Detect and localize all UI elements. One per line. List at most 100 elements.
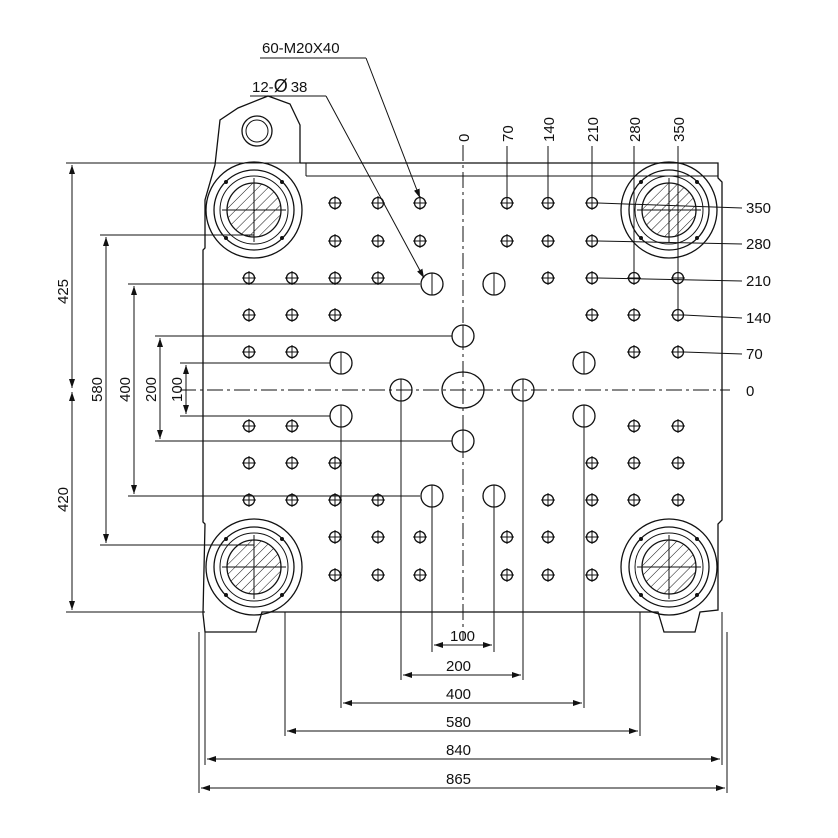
dim-420: 420 bbox=[55, 487, 72, 512]
svg-text:12-Ø38: 12-Ø38 bbox=[252, 76, 307, 96]
tapped-hole bbox=[285, 271, 299, 285]
dim-425: 425 bbox=[55, 279, 72, 304]
tapped-hole bbox=[500, 234, 514, 248]
grid-right-label: 0 bbox=[746, 383, 754, 400]
tapped-hole bbox=[328, 196, 342, 210]
tapped-hole bbox=[371, 234, 385, 248]
tapped-hole bbox=[328, 308, 342, 322]
tapped-hole-grid bbox=[242, 196, 685, 582]
dim-100-bottom: 100 bbox=[450, 628, 475, 645]
tapped-hole bbox=[627, 493, 641, 507]
tapped-hole bbox=[328, 456, 342, 470]
tapped-hole bbox=[242, 456, 256, 470]
tapped-hole bbox=[585, 271, 599, 285]
grid-top-labels: 0 70 140 210 280 350 bbox=[456, 117, 688, 142]
grid-right-label: 280 bbox=[746, 236, 771, 253]
tapped-hole bbox=[541, 493, 555, 507]
grid-top-label: 0 bbox=[456, 134, 473, 142]
tapped-hole bbox=[371, 568, 385, 582]
tapped-hole bbox=[328, 568, 342, 582]
through-hole bbox=[420, 272, 444, 296]
tapped-hole bbox=[627, 419, 641, 433]
tie-bar-bottom-right bbox=[620, 518, 718, 616]
tapped-hole bbox=[285, 345, 299, 359]
grid-right-label: 350 bbox=[746, 200, 771, 217]
tapped-hole bbox=[500, 196, 514, 210]
tapped-hole bbox=[671, 308, 685, 322]
tapped-hole bbox=[585, 196, 599, 210]
tapped-hole bbox=[671, 419, 685, 433]
grid-right-label: 210 bbox=[746, 273, 771, 290]
tapped-hole bbox=[242, 493, 256, 507]
diameter-symbol: Ø bbox=[274, 76, 288, 96]
dim-580-bottom: 580 bbox=[446, 714, 471, 731]
tapped-hole bbox=[328, 271, 342, 285]
dim-865-bottom: 865 bbox=[446, 771, 471, 788]
tapped-hole bbox=[328, 530, 342, 544]
tapped-hole bbox=[541, 196, 555, 210]
tapped-hole bbox=[371, 530, 385, 544]
tapped-hole bbox=[413, 234, 427, 248]
locating-ring-hole bbox=[441, 371, 485, 409]
dim-400: 400 bbox=[117, 377, 134, 402]
dim-580: 580 bbox=[89, 377, 106, 402]
tapped-hole bbox=[585, 456, 599, 470]
tapped-hole bbox=[671, 456, 685, 470]
tapped-hole bbox=[627, 345, 641, 359]
grid-top-leaders bbox=[506, 146, 679, 310]
tapped-hole bbox=[242, 308, 256, 322]
tapped-hole bbox=[541, 234, 555, 248]
tie-bar-top-right bbox=[620, 161, 718, 259]
tapped-hole bbox=[627, 308, 641, 322]
tapped-hole bbox=[285, 308, 299, 322]
tie-bar-bottom-left bbox=[205, 518, 303, 616]
tapped-hole bbox=[285, 456, 299, 470]
dim-100: 100 bbox=[169, 377, 186, 402]
tapped-hole bbox=[585, 493, 599, 507]
tapped-hole bbox=[413, 196, 427, 210]
tapped-hole bbox=[585, 308, 599, 322]
through-hole bbox=[572, 351, 596, 375]
tapped-hole bbox=[371, 493, 385, 507]
grid-top-label: 280 bbox=[627, 117, 644, 142]
tapped-hole-callout-text: 60-M20X40 bbox=[262, 40, 340, 57]
grid-top-label: 140 bbox=[541, 117, 558, 142]
grid-right-labels: 350 280 210 140 70 0 bbox=[746, 200, 771, 400]
dim-200: 200 bbox=[143, 377, 160, 402]
grid-top-label: 350 bbox=[671, 117, 688, 142]
left-dimensions: 425 420 580 400 200 100 bbox=[55, 162, 452, 613]
tapped-hole bbox=[328, 493, 342, 507]
tapped-hole bbox=[627, 271, 641, 285]
tapped-hole bbox=[541, 271, 555, 285]
grid-top-label: 70 bbox=[500, 125, 517, 142]
tapped-hole bbox=[500, 530, 514, 544]
grid-right-label: 140 bbox=[746, 310, 771, 327]
tapped-hole bbox=[585, 530, 599, 544]
grid-top-label: 210 bbox=[585, 117, 602, 142]
tapped-hole bbox=[585, 568, 599, 582]
tapped-hole bbox=[371, 271, 385, 285]
tapped-hole bbox=[541, 568, 555, 582]
tapped-hole bbox=[371, 196, 385, 210]
tapped-hole bbox=[242, 271, 256, 285]
tapped-hole bbox=[328, 234, 342, 248]
tie-bar-top-left bbox=[205, 161, 303, 259]
tapped-hole bbox=[671, 493, 685, 507]
grid-right-leaders bbox=[597, 202, 743, 355]
tapped-hole bbox=[627, 456, 641, 470]
bottom-dimensions: 100 200 400 580 840 865 bbox=[198, 393, 728, 793]
tapped-hole bbox=[413, 568, 427, 582]
tapped-hole-callout: 60-M20X40 bbox=[260, 40, 421, 199]
through-hole-callout-size: 38 bbox=[291, 79, 308, 96]
tapped-hole bbox=[285, 419, 299, 433]
tapped-hole bbox=[500, 568, 514, 582]
through-hole bbox=[451, 324, 475, 348]
through-hole bbox=[329, 351, 353, 375]
dim-840-bottom: 840 bbox=[446, 742, 471, 759]
dim-200-bottom: 200 bbox=[446, 658, 471, 675]
tapped-hole bbox=[541, 530, 555, 544]
tapped-hole bbox=[413, 530, 427, 544]
through-hole bbox=[482, 272, 506, 296]
